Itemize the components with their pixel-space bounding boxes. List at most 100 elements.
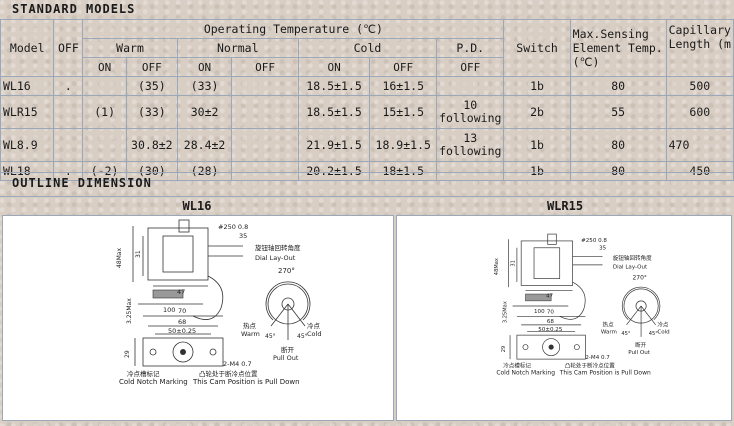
cold-notch-label-cn: 冷点槽标记 <box>127 369 160 378</box>
dial-pointer <box>626 305 642 326</box>
cell-pd <box>436 76 505 96</box>
cell-pd-line2: following <box>439 144 502 158</box>
cell-warm-off: (30) <box>125 161 178 181</box>
cell-pd: 13 following <box>436 128 505 162</box>
body-inner <box>162 235 194 273</box>
cell-warm-on <box>82 76 127 96</box>
cell-pd-line2: following <box>439 111 502 125</box>
header-cold-on: ON <box>297 57 371 77</box>
cold-notch-label: Cold Notch Marking <box>119 378 188 386</box>
cell-normal-on: 30±2 <box>176 95 233 129</box>
body-inner <box>533 247 561 279</box>
angle-label-45: 45° <box>649 331 659 337</box>
dim-label-68: 68 <box>547 319 555 325</box>
header-normal: Normal <box>176 38 299 58</box>
pull-out-label: Pull Out <box>273 354 299 362</box>
dial-pointer <box>640 305 656 326</box>
header-capillary-line2: Length (m <box>668 37 731 51</box>
table-row: WL18 . (-2) (30) (28) 20.2±1.5 18±1.5 1b… <box>0 161 734 181</box>
sensor-bulb <box>152 289 184 299</box>
header-max-sensing-line3: (℃) <box>572 55 600 69</box>
cell-capillary: 500 <box>665 76 734 96</box>
cell-normal-off <box>231 76 299 96</box>
cell-off: . <box>53 76 84 96</box>
dial-pointer <box>287 303 306 327</box>
dim-label-48max: 48Max <box>116 248 123 268</box>
mount-hole <box>573 344 580 351</box>
header-capillary: Capillary Length (m <box>665 19 734 77</box>
cell-pd: 10 following <box>436 95 505 129</box>
dial-label: Dial Lay-Out <box>613 264 648 270</box>
cell-normal-on: (33) <box>176 76 233 96</box>
shaft <box>178 219 190 233</box>
cold-notch-label: Cold Notch Marking <box>496 370 555 377</box>
bracket-plate <box>142 337 224 367</box>
header-max-sensing-line1: Max.Sensing <box>572 27 649 41</box>
bracket-plate <box>516 334 586 360</box>
dim-label-31: 31 <box>135 250 142 258</box>
cell-off: . <box>53 161 84 181</box>
cold-label-cn: 冷点 <box>657 321 669 329</box>
thermostat-body <box>520 240 573 286</box>
cam-position-label: This Cam Position is Pull Down <box>192 378 300 386</box>
table-row: WLR15 (1) (33) 30±2 18.5±1.5 15±1.5 10 f… <box>0 95 734 129</box>
cell-switch: 1b <box>503 161 571 181</box>
dim-label-100: 100 <box>163 306 175 314</box>
mount-hole <box>209 348 217 356</box>
cell-switch: 1b <box>503 128 571 162</box>
cam-position-label-cn: 凸轮处于断冷点位置 <box>565 362 615 370</box>
cell-capillary: 470 <box>665 128 734 162</box>
dial-angle-label: 270° <box>633 274 647 281</box>
dim-label-29: 29 <box>501 346 507 353</box>
cell-warm-off: (35) <box>125 76 178 96</box>
pull-out-label: Pull Out <box>628 350 650 356</box>
panel-title-wl16: WL16 <box>182 199 212 213</box>
dim-label-325max: 3.25Max <box>503 301 509 323</box>
cold-label: Cold <box>307 330 321 338</box>
warm-label-cn: 热点 <box>243 321 257 330</box>
dim-label-50: 50±0.25 <box>168 327 196 335</box>
cold-label: Cold <box>657 329 670 335</box>
table-row: WL8.9 30.8±2 28.4±2 21.9±1.5 18.9±1.5 13… <box>0 128 734 162</box>
panel-title-wlr15: WLR15 <box>546 199 584 213</box>
warm-label-cn: 热点 <box>603 321 615 329</box>
standard-models-table: Model OFF Operating Temperature (℃) Swit… <box>0 19 734 181</box>
cell-model: WL8.9 <box>0 128 55 162</box>
dim-label-top: #250 0.8 <box>581 238 607 244</box>
cell-warm-off: (33) <box>125 95 178 129</box>
header-max-sensing: Max.Sensing Element Temp. (℃) <box>569 19 667 77</box>
divider <box>0 196 734 197</box>
angle-label-45: 45° <box>621 331 631 337</box>
angle-label-45: 45° <box>265 333 276 340</box>
dial-angle-label: 270° <box>278 267 295 275</box>
dial-label-cn: 旋钮轴回转角度 <box>255 243 301 252</box>
cell-cold-off: 16±1.5 <box>369 76 438 96</box>
cell-max: 55 <box>569 95 667 129</box>
cell-warm-on: (1) <box>82 95 127 129</box>
dim-label-70: 70 <box>178 307 186 315</box>
dim-label-47: 47 <box>177 288 185 296</box>
dim-label-325max: 3.25Max <box>126 298 133 324</box>
header-warm: Warm <box>82 38 178 58</box>
header-cold-off: OFF <box>369 57 438 77</box>
cell-cold-off: 15±1.5 <box>369 95 438 129</box>
header-off: OFF <box>53 19 84 77</box>
cell-pd-line1: 13 <box>463 131 478 145</box>
dim-label-100: 100 <box>534 309 545 315</box>
dim-label-top: #250 0.8 <box>218 223 248 231</box>
dial-label-cn: 旋钮轴回转角度 <box>613 254 652 262</box>
header-warm-off: OFF <box>125 57 178 77</box>
dial-pointer <box>270 303 289 327</box>
dim-label-29: 29 <box>124 350 131 358</box>
cell-max: 80 <box>569 76 667 96</box>
angle-label-45: 45° <box>297 333 308 340</box>
cell-cold-on: 18.5±1.5 <box>297 76 371 96</box>
dim-label-m4: 2-M4 0.7 <box>585 355 610 361</box>
dial-arc <box>265 281 311 321</box>
cell-cold-on: 18.5±1.5 <box>297 95 371 129</box>
capillary-tube <box>559 281 586 320</box>
header-operating-temperature: Operating Temperature (℃) <box>82 19 505 39</box>
